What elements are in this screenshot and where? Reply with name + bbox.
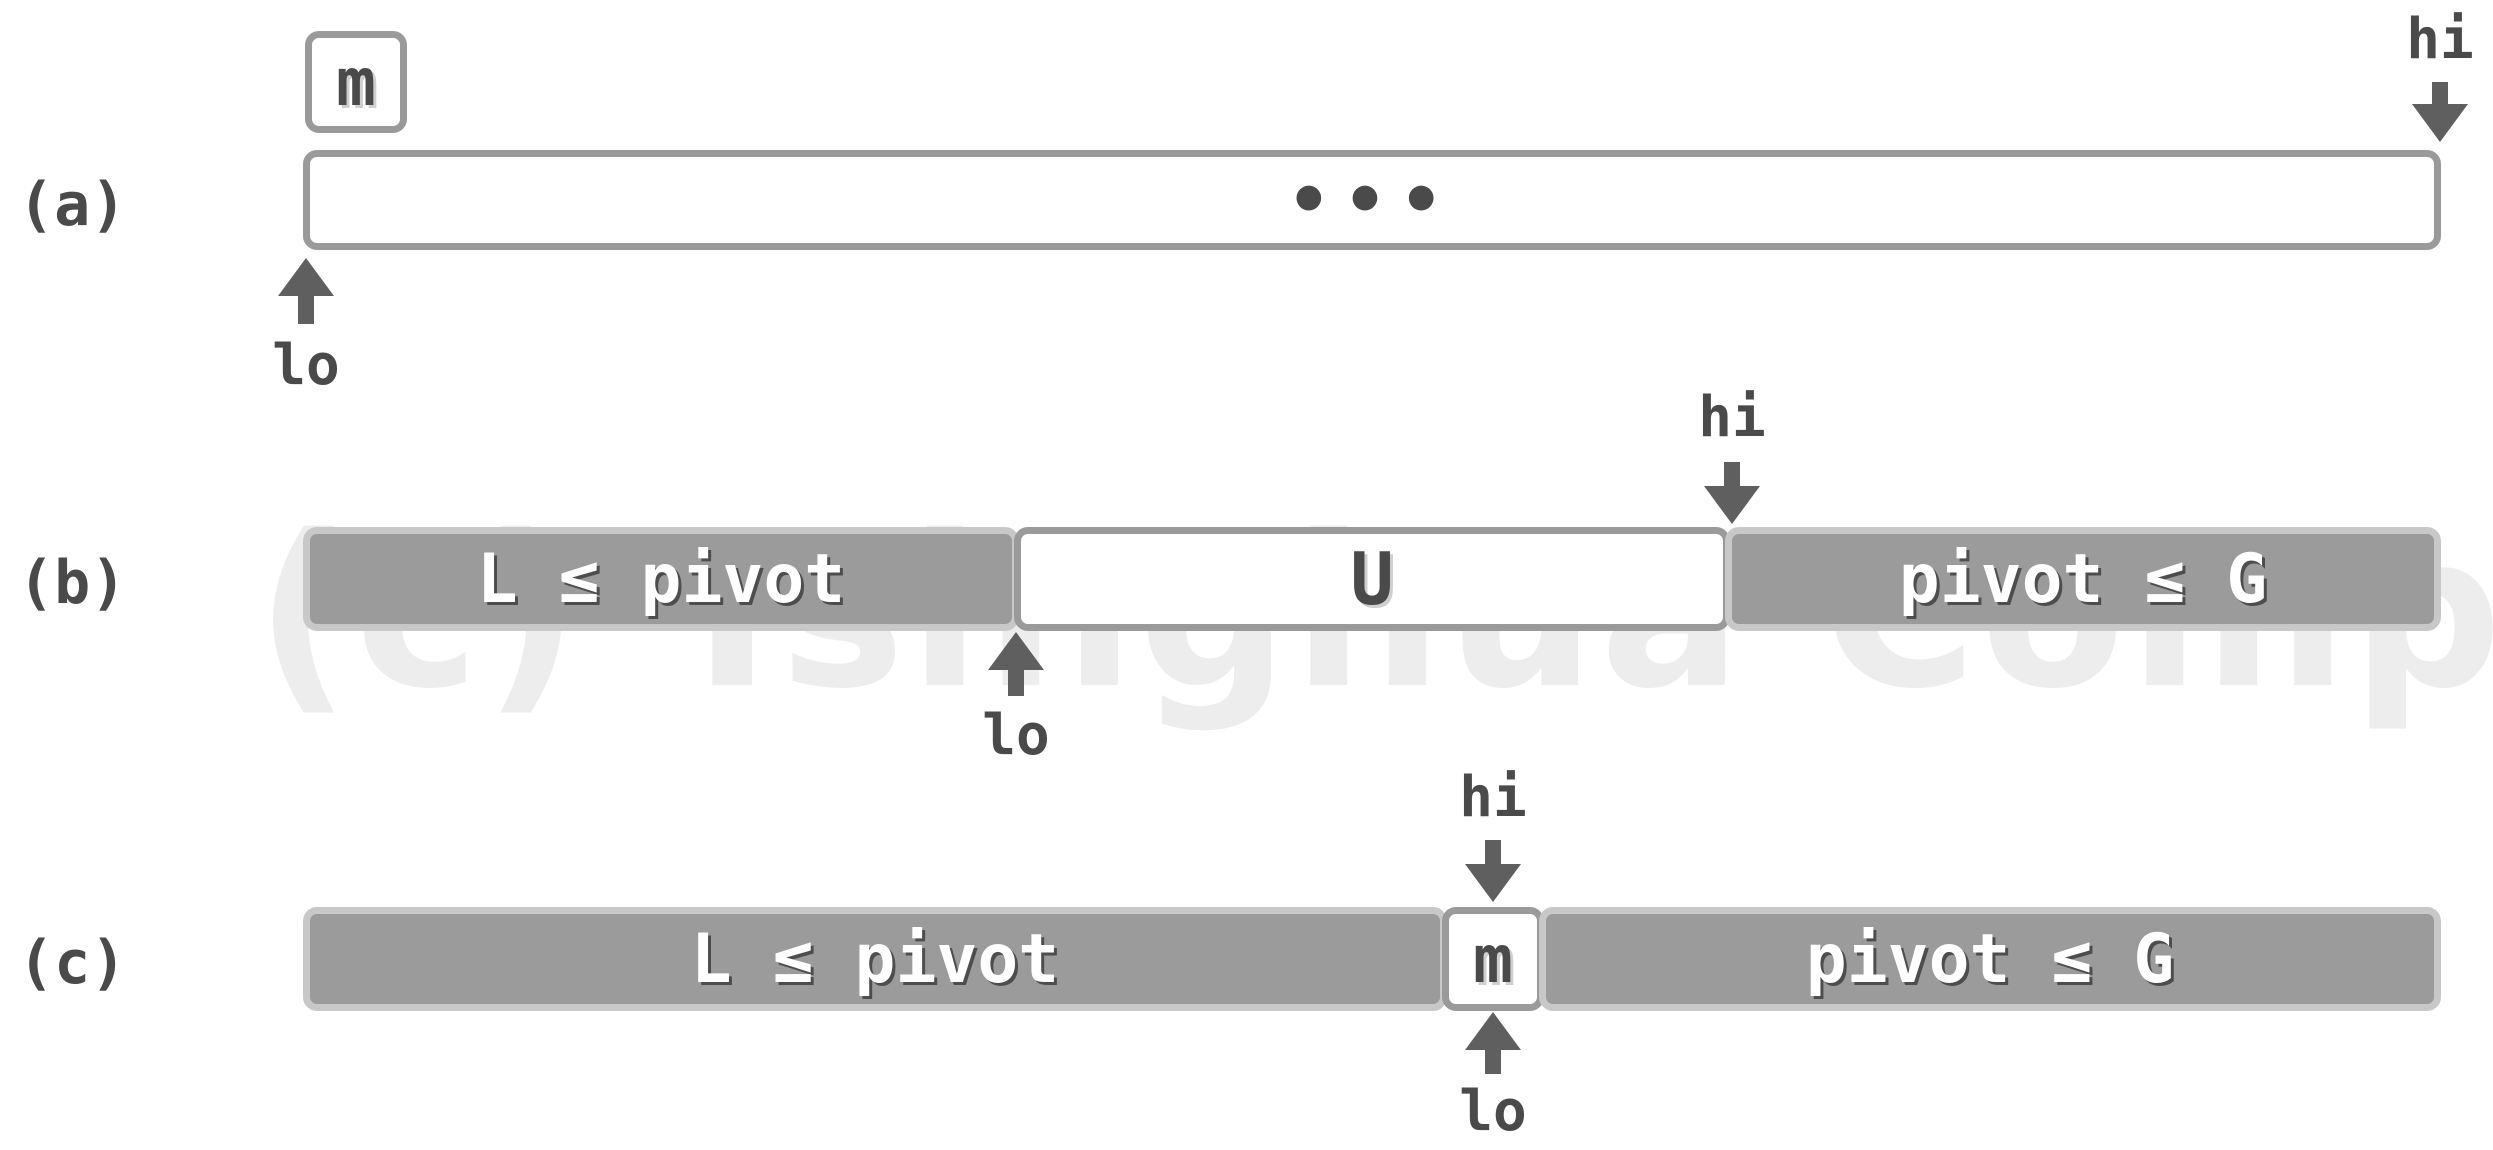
hi-arrow-shaft-a [2432,82,2448,106]
lo-label-b: lo [982,703,1050,768]
row-label-c: (c) [18,928,127,998]
lo-label-c: lo [1459,1079,1527,1144]
hi-label-b: hi [1698,385,1766,450]
hi-arrow-c-icon [1465,864,1521,902]
lo-arrow-shaft-a [298,294,314,324]
unsorted-partition-b: U [1014,527,1730,631]
hi-arrow-shaft-b [1724,462,1740,488]
ellipsis: ••• [1287,159,1457,241]
hi-label-a: hi [2406,7,2474,72]
m-box-a: m [305,31,407,133]
lo-arrow-b-icon [988,632,1044,670]
hi-arrow-a-icon [2412,104,2468,142]
lo-label-a: lo [272,333,340,398]
row-label-a: (a) [18,170,127,240]
lo-arrow-a-icon [278,258,334,296]
left-partition-c: L ≤ pivot [303,907,1447,1011]
hi-arrow-shaft-c [1485,840,1501,866]
lo-arrow-c-icon [1465,1012,1521,1050]
lo-arrow-shaft-b [1008,668,1024,696]
lo-arrow-shaft-c [1485,1048,1501,1074]
row-label-b: (b) [18,548,127,618]
pivot-box-c: m [1442,907,1544,1011]
hi-label-c: hi [1459,765,1527,830]
right-partition-c: pivot ≤ G [1539,907,2441,1011]
left-partition-b: L ≤ pivot [303,527,1019,631]
hi-arrow-b-icon [1704,486,1760,524]
unsorted-bar-a: ••• [303,150,2441,250]
right-partition-b: pivot ≤ G [1725,527,2441,631]
